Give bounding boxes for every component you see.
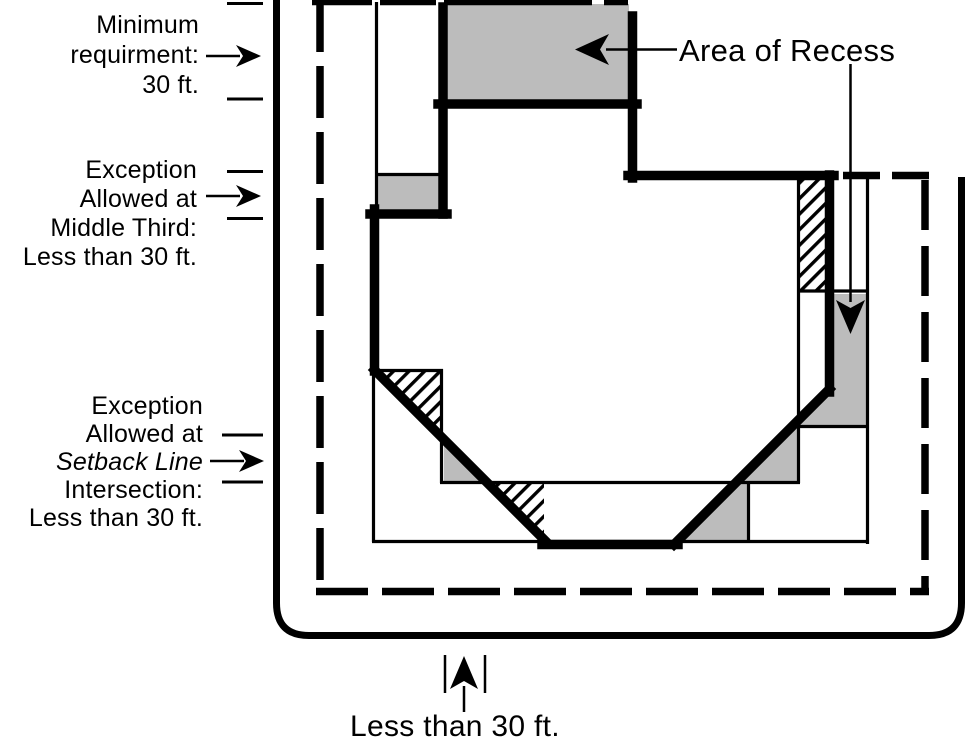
label-minimum-requirement: Minimum requirment: 30 ft. — [70, 10, 199, 100]
arrow-middle-third-head — [236, 185, 261, 207]
label-middle-third-exception: Exception Allowed at Middle Third: Less … — [23, 156, 197, 272]
label-intersection-line5: Less than 30 ft. — [28, 504, 203, 532]
arrow-min-requirement-head — [236, 45, 261, 67]
label-intersection-line3-setback-line: Setback Line — [56, 448, 203, 476]
label-minimum-line3: 30 ft. — [142, 71, 199, 99]
arrow-area-of-recess-down-head — [836, 300, 865, 334]
label-area-of-recess: Area of Recess — [679, 33, 896, 68]
property-line — [273, 0, 965, 639]
label-middle-third-line2: Allowed at — [79, 185, 197, 213]
building-chamfer-southwest — [367, 363, 553, 549]
arrow-area-of-recess-left-head — [575, 34, 609, 65]
building-chamfer-southeast — [667, 382, 837, 552]
label-intersection-line2: Allowed at — [85, 420, 203, 448]
recess-area-middle-third — [376, 175, 440, 210]
label-intersection-line1: Exception — [91, 392, 203, 420]
label-front-setback: Less than 30 ft. — [350, 710, 560, 743]
label-middle-third-line4: Less than 30 ft. — [22, 243, 197, 271]
hatched-exception-zones — [377, 177, 825, 540]
recess-area-top — [447, 4, 629, 100]
arrow-front-setback-head — [450, 656, 478, 689]
recess-areas — [376, 4, 868, 542]
dimension-ticks — [222, 2, 487, 693]
label-middle-third-line1: Exception — [85, 156, 197, 184]
label-minimum-line2: requirment: — [70, 41, 199, 69]
label-setback-intersection-exception: Exception Allowed at Setback Line Inters… — [29, 392, 203, 532]
hatch-zone-east-wall — [800, 177, 825, 292]
label-intersection-line4: Intersection: — [64, 476, 203, 504]
arrow-intersection-head — [239, 450, 264, 472]
label-middle-third-line3: Middle Third: — [50, 214, 197, 242]
setback-dashed-line — [312, 0, 929, 596]
leader-arrows — [206, 34, 865, 712]
building-outline — [365, 2, 839, 552]
label-minimum-line1: Minimum — [96, 11, 199, 39]
